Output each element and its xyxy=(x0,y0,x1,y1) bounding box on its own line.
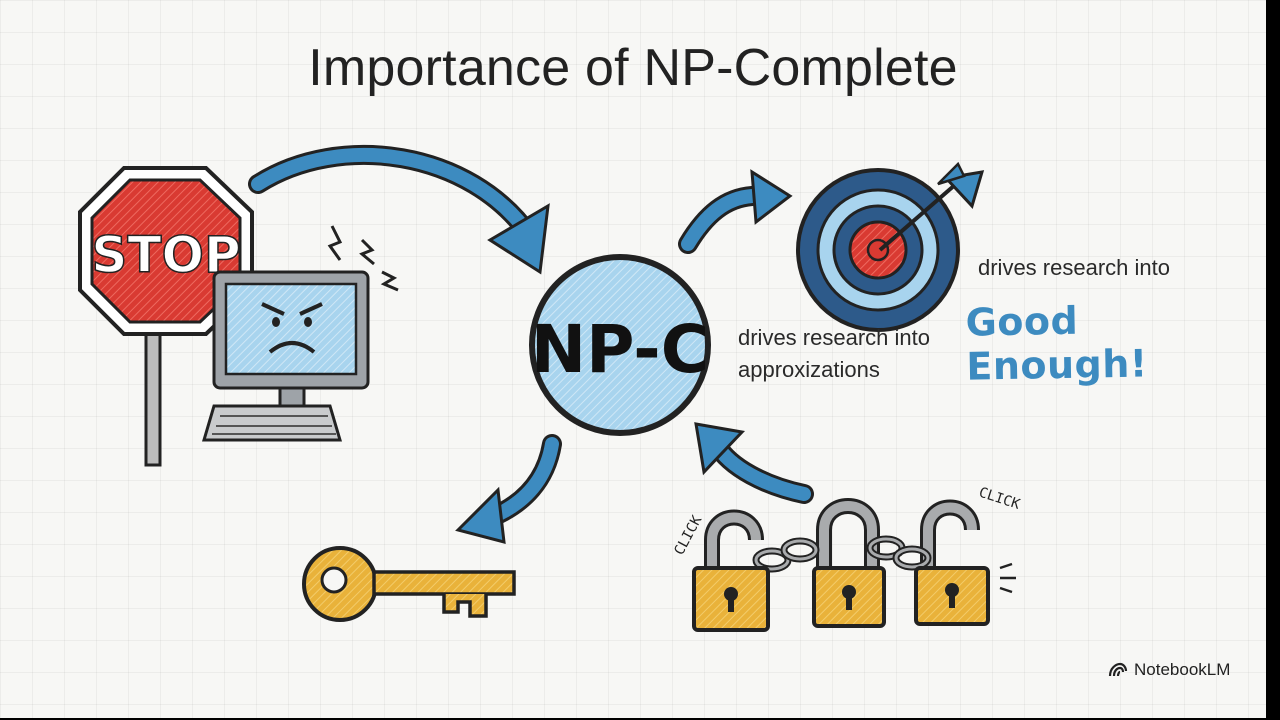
notebooklm-logo-icon xyxy=(1108,662,1128,677)
stop-sign-text: STOP xyxy=(91,226,240,284)
padlocks-icon xyxy=(692,498,1016,632)
click-text-left: CLICK xyxy=(671,513,705,558)
npc-hub-label: NP-C xyxy=(531,311,709,388)
npc-hub: NP-C xyxy=(529,254,711,436)
arrow-npc-to-target xyxy=(678,169,793,254)
label-approximations-line1: drives research into xyxy=(738,325,930,350)
label-good-enough: drives research into xyxy=(978,255,1170,280)
notebooklm-brand: NotebookLM xyxy=(1108,660,1230,680)
arrow-stop-to-npc xyxy=(248,144,550,275)
brand-name: NotebookLM xyxy=(1134,660,1231,679)
label-approximations-line2: approxizations xyxy=(738,357,880,382)
click-text-right: CLICK xyxy=(977,485,1023,513)
target-icon xyxy=(796,161,985,332)
arrow-npc-to-key xyxy=(455,434,562,545)
angry-computer-icon xyxy=(201,225,399,442)
key-icon xyxy=(302,546,516,622)
stop-sign-icon: STOP xyxy=(78,166,254,467)
label-approximations: drives research into approxizations xyxy=(738,322,978,386)
arrow-locks-to-npc xyxy=(694,422,814,504)
good-enough-heading: Good Enough! xyxy=(965,298,1149,389)
slide-title: Importance of NP-Complete xyxy=(308,39,958,97)
